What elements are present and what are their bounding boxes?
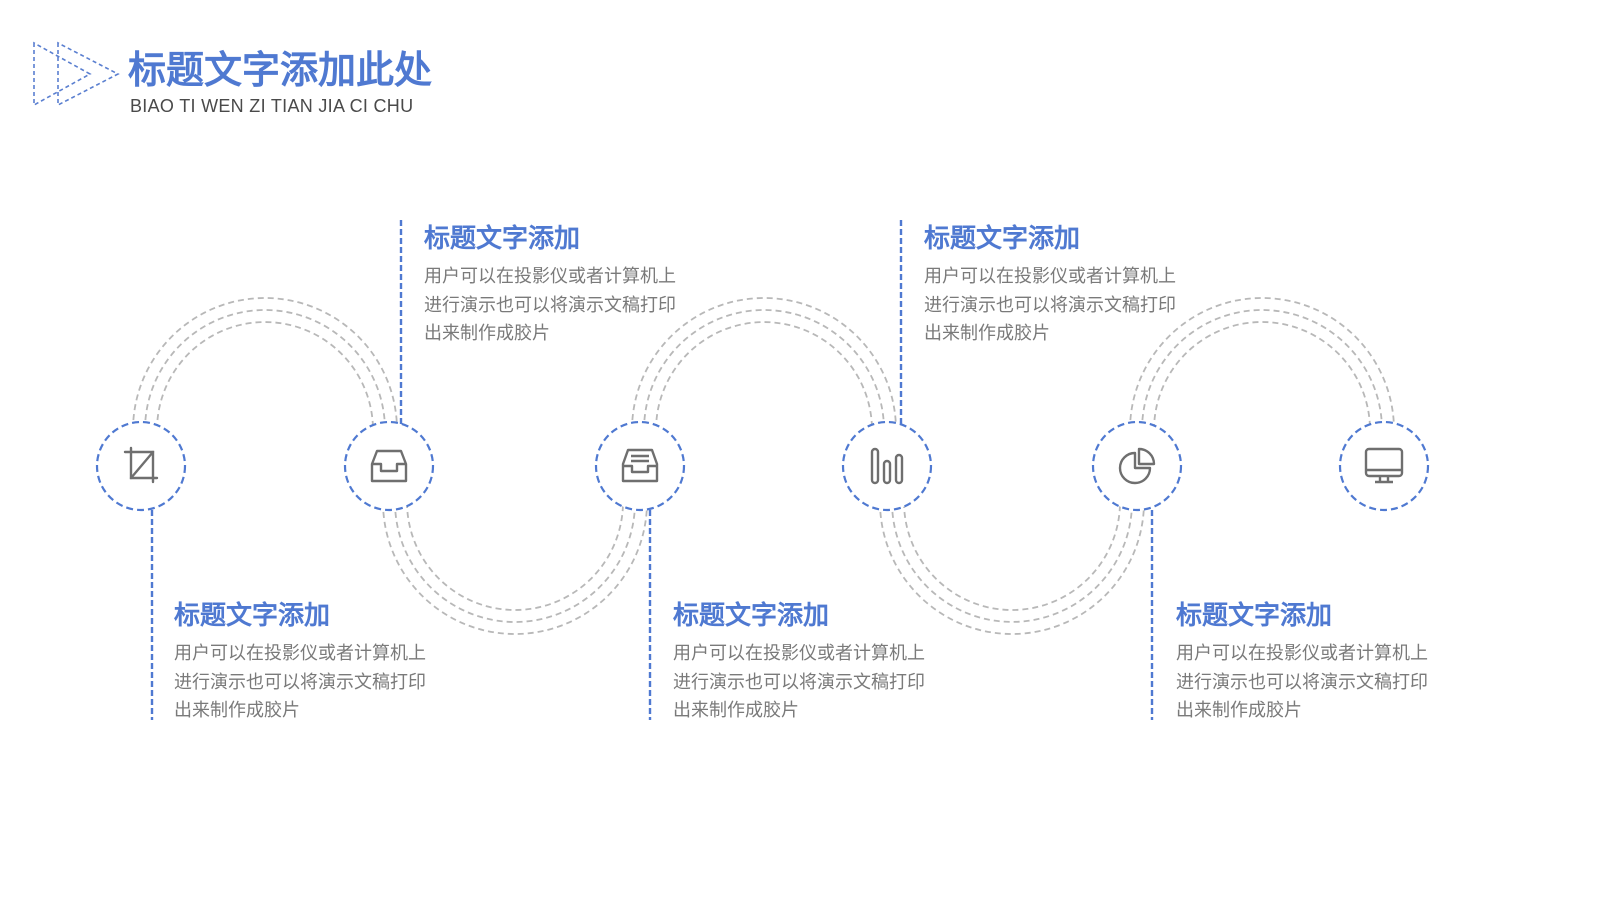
step-heading: 标题文字添加: [174, 601, 331, 631]
play-triangle-outline-icon: [33, 41, 120, 107]
step-body-line: 出来制作成胶片: [174, 700, 300, 721]
step-1-text: 标题文字添加 用户可以在投影仪或者计算机上 进行演示也可以将演示文稿打印 出来制…: [174, 598, 494, 726]
inbox-tray-icon: [370, 449, 408, 483]
bar-chart-icon: [870, 447, 904, 485]
step-5-text: 标题文字添加 用户可以在投影仪或者计算机上 进行演示也可以将演示文稿打印 出来制…: [1176, 598, 1496, 726]
step-body-line: 用户可以在投影仪或者计算机上: [174, 643, 426, 664]
monitor-icon: [1364, 447, 1404, 484]
node-circles: [95, 420, 1430, 512]
step-body-line: 出来制作成胶片: [673, 700, 799, 721]
step-body-line: 用户可以在投影仪或者计算机上: [424, 266, 676, 287]
wave-arcs: [132, 297, 1395, 635]
step-body-line: 进行演示也可以将演示文稿打印: [424, 294, 676, 316]
step-body-line: 用户可以在投影仪或者计算机上: [673, 643, 925, 664]
page-title: 标题文字添加此处: [128, 48, 433, 92]
step-4-text: 标题文字添加 用户可以在投影仪或者计算机上 进行演示也可以将演示文稿打印 出来制…: [924, 221, 1244, 349]
connector-lines: [150, 220, 1154, 720]
step-body-line: 用户可以在投影仪或者计算机上: [924, 266, 1176, 287]
step-heading: 标题文字添加: [673, 601, 830, 631]
step-body-line: 进行演示也可以将演示文稿打印: [174, 671, 426, 693]
pie-chart-icon: [1118, 447, 1156, 485]
step-body-line: 出来制作成胶片: [1176, 700, 1302, 721]
archive-tray-icon: [621, 448, 659, 483]
step-body-line: 进行演示也可以将演示文稿打印: [673, 671, 925, 693]
step-heading: 标题文字添加: [924, 224, 1081, 254]
step-2-text: 标题文字添加 用户可以在投影仪或者计算机上 进行演示也可以将演示文稿打印 出来制…: [424, 221, 744, 349]
step-3-text: 标题文字添加 用户可以在投影仪或者计算机上 进行演示也可以将演示文稿打印 出来制…: [673, 598, 993, 726]
step-body-line: 用户可以在投影仪或者计算机上: [1176, 643, 1428, 664]
step-heading: 标题文字添加: [1176, 601, 1333, 631]
page-subtitle: BIAO TI WEN ZI TIAN JIA CI CHU: [130, 96, 414, 116]
step-heading: 标题文字添加: [424, 224, 581, 254]
step-body-line: 进行演示也可以将演示文稿打印: [1176, 671, 1428, 693]
step-body-line: 出来制作成胶片: [924, 323, 1050, 344]
crop-icon: [123, 446, 159, 484]
step-body-line: 出来制作成胶片: [424, 323, 550, 344]
step-body-line: 进行演示也可以将演示文稿打印: [924, 294, 1176, 316]
